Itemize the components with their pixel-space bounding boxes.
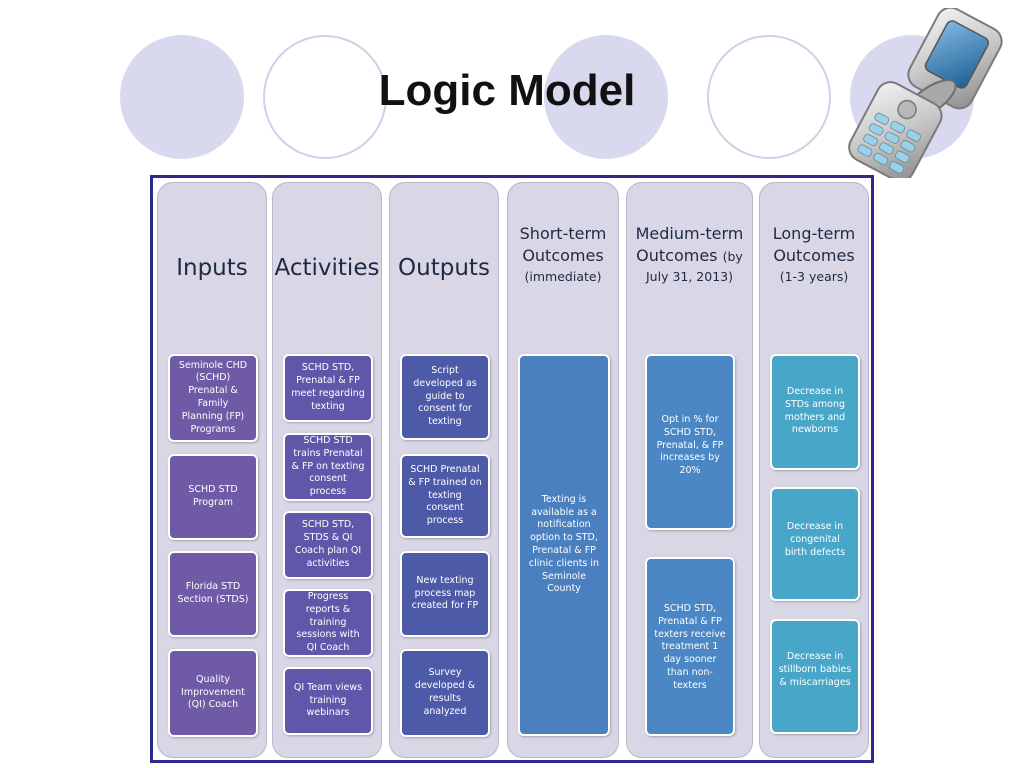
decorative-circle-1 — [120, 35, 244, 159]
short-term-heading-sub: (immediate) — [524, 268, 602, 284]
outputs-box-2-text: SCHD Prenatal & FP trained on texting co… — [408, 463, 482, 527]
inputs-box-3: Florida STD Section (STDS) — [168, 551, 258, 637]
activities-heading: Activities — [273, 255, 381, 281]
outputs-box-4: Survey developed & results analyzed — [400, 649, 490, 737]
inputs-box-4: Quality Improvement (QI) Coach — [168, 649, 258, 737]
short-term-heading: Short-term Outcomes (immediate) — [508, 223, 618, 287]
short-term-heading-line1: Short-term — [519, 224, 607, 243]
short-term-column: Short-term Outcomes (immediate) Texting … — [507, 182, 619, 758]
long-term-heading-sub: (1-3 years) — [779, 268, 849, 284]
activities-box-5-text: QI Team views training webinars — [293, 681, 363, 719]
outputs-column: Outputs Script developed as guide to con… — [389, 182, 499, 758]
outputs-box-4-text: Survey developed & results analyzed — [414, 667, 476, 717]
activities-box-2: SCHD STD trains Prenatal & FP on texting… — [283, 433, 373, 501]
inputs-box-1: Seminole CHD (SCHD) Prenatal & Family Pl… — [168, 354, 258, 442]
activities-box-3: SCHD STD, STDS & QI Coach plan QI activi… — [283, 511, 373, 579]
long-term-box-3: Decrease in stillborn babies & miscarria… — [770, 619, 860, 734]
short-term-box-1: Texting is available as a notification o… — [518, 354, 610, 736]
outputs-heading: Outputs — [390, 255, 498, 281]
outputs-box-2: SCHD Prenatal & FP trained on texting co… — [400, 454, 490, 538]
medium-term-box-2: SCHD STD, Prenatal & FP texters receive … — [645, 557, 735, 736]
flip-phone-icon — [848, 8, 1003, 178]
inputs-heading: Inputs — [158, 255, 266, 281]
long-term-box-1-text: Decrease in STDs among mothers and newbo… — [784, 386, 846, 436]
decorative-circle-3 — [544, 35, 668, 159]
inputs-box-3-text: Florida STD Section (STDS) — [177, 581, 249, 605]
medium-term-box-2-text: SCHD STD, Prenatal & FP texters receive … — [654, 603, 726, 691]
inputs-box-4-text: Quality Improvement (QI) Coach — [181, 673, 245, 711]
outputs-box-1-text: Script developed as guide to consent for… — [413, 364, 477, 428]
activities-box-3-text: SCHD STD, STDS & QI Coach plan QI activi… — [294, 519, 362, 569]
activities-box-1-text: SCHD STD, Prenatal & FP meet regarding t… — [291, 362, 365, 412]
outputs-heading-text: Outputs — [398, 255, 490, 281]
medium-term-column: Medium-term Outcomes (by July 31, 2013) … — [626, 182, 753, 758]
activities-box-1: SCHD STD, Prenatal & FP meet regarding t… — [283, 354, 373, 422]
medium-term-box-1: Opt in % for SCHD STD, Prenatal, & FP in… — [645, 354, 735, 530]
page-title: Logic Model — [378, 66, 636, 115]
activities-box-2-text: SCHD STD trains Prenatal & FP on texting… — [291, 434, 365, 498]
decorative-circle-4 — [707, 35, 831, 159]
outputs-box-1: Script developed as guide to consent for… — [400, 354, 490, 440]
inputs-box-2-text: SCHD STD Program — [188, 484, 238, 508]
long-term-heading-line2: Outcomes — [773, 246, 855, 266]
medium-term-heading-line1: Medium-term — [635, 224, 744, 243]
medium-term-heading-by: (by — [722, 249, 743, 265]
medium-term-heading: Medium-term Outcomes (by July 31, 2013) — [627, 223, 752, 287]
long-term-column: Long-term Outcomes (1-3 years) Decrease … — [759, 182, 869, 758]
outputs-box-3: New texting process map created for FP — [400, 551, 490, 637]
short-term-box-1-text: Texting is available as a notification o… — [528, 493, 600, 595]
medium-term-heading-outcomes: Outcomes — [636, 246, 718, 266]
inputs-box-2: SCHD STD Program — [168, 454, 258, 540]
activities-column: Activities SCHD STD, Prenatal & FP meet … — [272, 182, 382, 758]
long-term-box-1: Decrease in STDs among mothers and newbo… — [770, 354, 860, 470]
short-term-heading-line2: Outcomes — [522, 246, 604, 266]
inputs-column: Inputs Seminole CHD (SCHD) Prenatal & Fa… — [157, 182, 267, 758]
activities-box-5: QI Team views training webinars — [283, 667, 373, 735]
activities-box-4-text: Progress reports & training sessions wit… — [296, 590, 360, 654]
decorative-circle-2 — [263, 35, 387, 159]
long-term-heading-line1: Long-term — [772, 224, 856, 243]
medium-term-heading-line2: Outcomes (by — [627, 245, 752, 267]
inputs-box-1-text: Seminole CHD (SCHD) Prenatal & Family Pl… — [178, 359, 248, 435]
long-term-box-3-text: Decrease in stillborn babies & miscarria… — [778, 651, 852, 688]
medium-term-box-1-text: Opt in % for SCHD STD, Prenatal, & FP in… — [656, 414, 724, 477]
activities-box-4: Progress reports & training sessions wit… — [283, 589, 373, 657]
outputs-box-3-text: New texting process map created for FP — [411, 574, 479, 612]
long-term-heading: Long-term Outcomes (1-3 years) — [760, 223, 868, 287]
logic-model-diagram: Inputs Seminole CHD (SCHD) Prenatal & Fa… — [150, 175, 874, 763]
activities-heading-text: Activities — [274, 255, 380, 281]
inputs-heading-text: Inputs — [176, 255, 248, 281]
long-term-box-2: Decrease in congenital birth defects — [770, 487, 860, 601]
long-term-box-2-text: Decrease in congenital birth defects — [784, 521, 846, 558]
medium-term-heading-sub: July 31, 2013) — [646, 268, 733, 284]
